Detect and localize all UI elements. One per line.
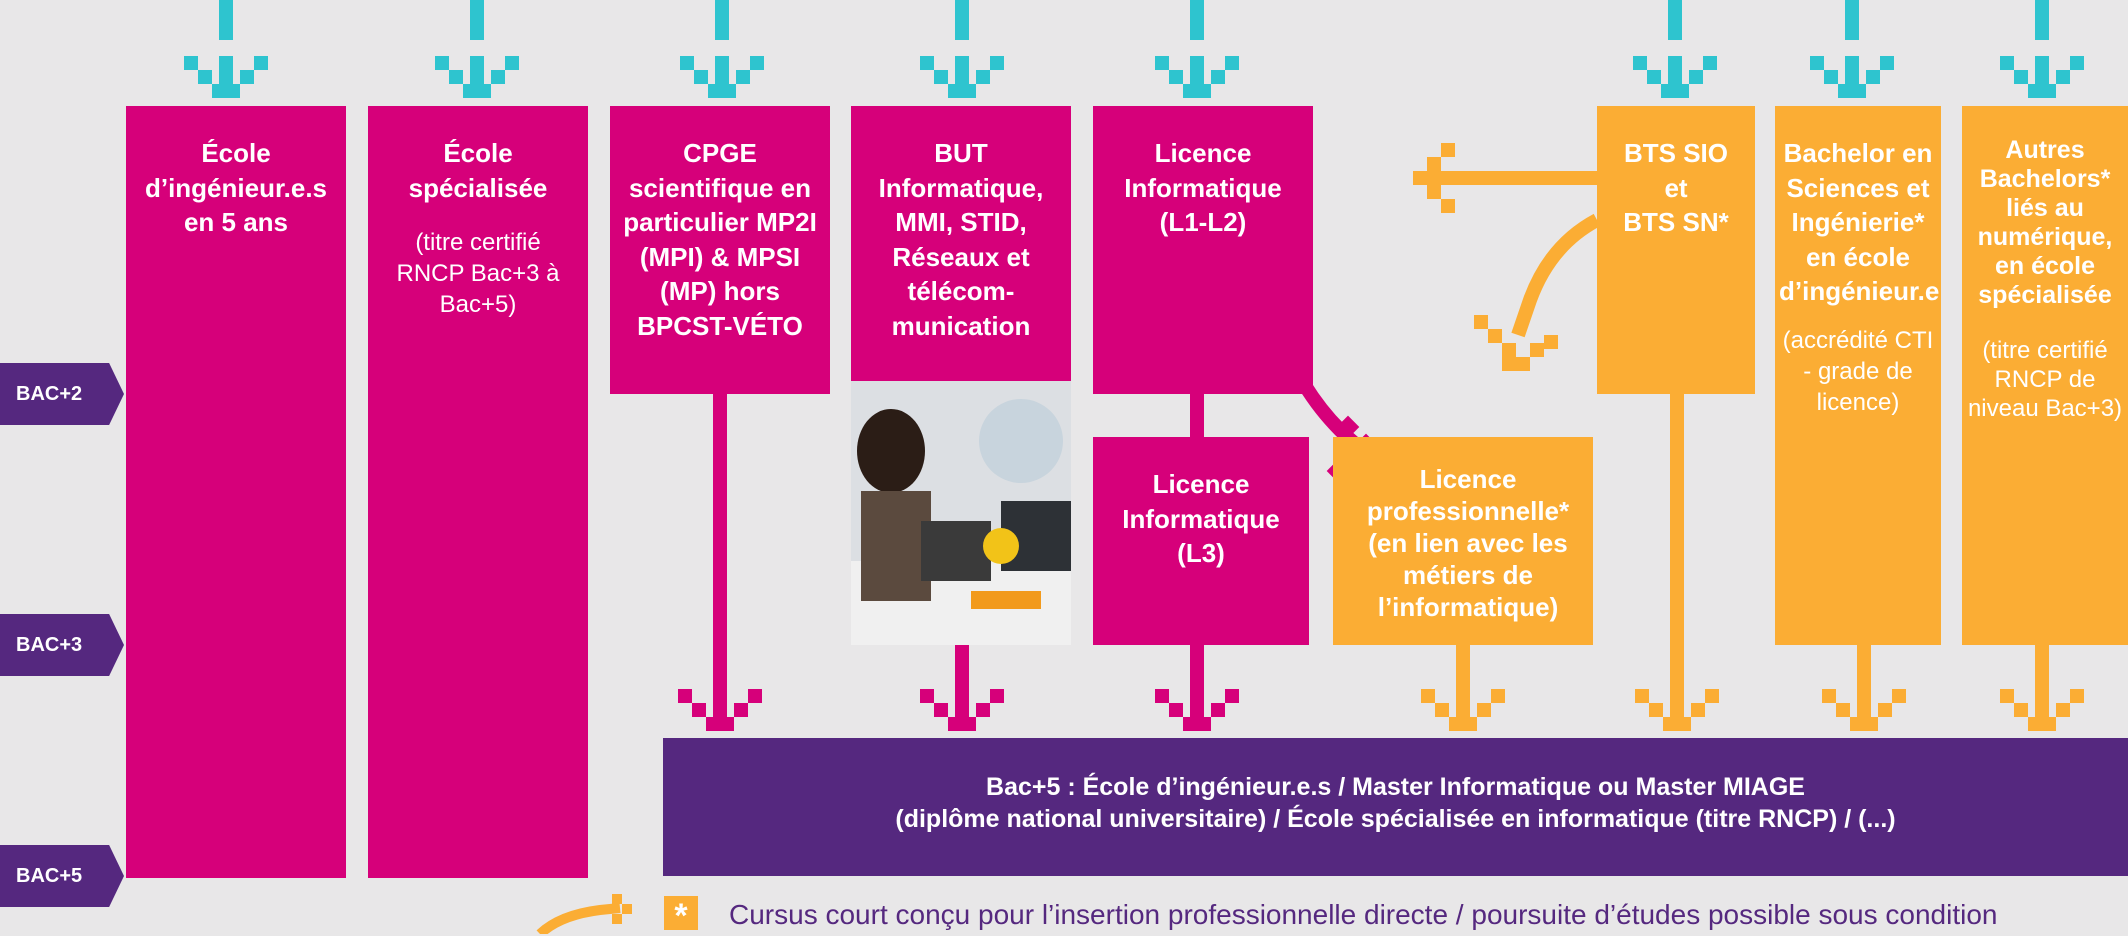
down-arrow-icon <box>1635 689 1719 731</box>
top-arrow-icon <box>435 0 519 98</box>
bachelor-si-title: Bachelor en Sciences et Ingénierie* en é… <box>1779 138 1940 306</box>
licence-l1l2-title: Licence Informatique (L1-L2) <box>1124 138 1282 237</box>
top-arrow-icon <box>1155 0 1239 98</box>
down-arrow-icon <box>920 689 1004 731</box>
top-arrow-icon <box>1633 0 1717 98</box>
autres-bachelors-note: (titre certifié RNCP de niveau Bac+3) <box>1967 337 2123 422</box>
bts-title-1: BTS SIO <box>1623 138 1728 168</box>
student-electronics-photo <box>851 381 1071 645</box>
cpge-title: CPGE scientifique en particulier MP2I (M… <box>623 138 817 341</box>
autres-bachelors-box: Autres Bachelors* liés au numérique, en … <box>1962 106 2128 645</box>
bachelor-si-box: Bachelor en Sciences et Ingénierie* en é… <box>1775 106 1941 645</box>
licence-l3-box: Licence Informatique (L3) <box>1093 437 1309 645</box>
down-arrow-icon <box>1421 689 1505 731</box>
top-arrow-icon <box>2000 0 2084 98</box>
top-arrow-icon <box>680 0 764 98</box>
ecole-ingenieur-title: École d’ingénieur.e.s en 5 ans <box>144 138 328 237</box>
ecole-ingenieur-box: École d’ingénieur.e.s en 5 ans <box>126 106 346 878</box>
level-bac2: BAC+2 <box>0 363 124 425</box>
curved-arrow-icon <box>1474 315 1558 371</box>
licence-l1l2-box: Licence Informatique (L1-L2) <box>1093 106 1313 394</box>
licence-l3-title: Licence Informatique (L3) <box>1122 469 1280 568</box>
top-arrow-icon <box>184 0 268 98</box>
bts-box: BTS SIO et BTS SN* <box>1597 106 1755 394</box>
licence-pro-box: Licence professionnelle* (en lien avec l… <box>1333 437 1593 645</box>
top-arrow-icon <box>920 0 1004 98</box>
autres-bachelors-title: Autres Bachelors* liés au numérique, en … <box>1977 136 2113 309</box>
left-arrow-icon <box>1413 143 1455 213</box>
bac5-line-1: Bac+5 : École d’ingénieur.e.s / Master I… <box>986 773 1805 801</box>
top-arrow-icon <box>1810 0 1894 98</box>
bac5-box: Bac+5 : École d’ingénieur.e.s / Master I… <box>663 738 2128 876</box>
down-arrow-icon <box>678 689 762 731</box>
bachelor-si-note: (accrédité CTI - grade de licence) <box>1782 326 1934 416</box>
decoration-icon <box>612 894 632 924</box>
cpge-box: CPGE scientifique en particulier MP2I (M… <box>610 106 830 394</box>
level-bac3: BAC+3 <box>0 614 124 676</box>
asterisk-icon: * <box>664 896 698 935</box>
but-box: BUT Informatique, MMI, STID, Réseaux et … <box>851 106 1071 381</box>
bac5-line-2: (diplôme national universitaire) / École… <box>895 805 1896 833</box>
but-title: BUT Informatique, MMI, STID, Réseaux et … <box>878 138 1044 341</box>
level-bac5: BAC+5 <box>0 845 124 907</box>
bts-title-3: BTS SN* <box>1623 207 1729 237</box>
legend-text: Cursus court conçu pour l’insertion prof… <box>729 899 1998 930</box>
ecole-specialisee-title: École spécialisée <box>408 138 548 203</box>
down-arrow-icon <box>1822 689 1906 731</box>
down-arrow-icon <box>2000 689 2084 731</box>
licence-pro-title: Licence professionnelle* (en lien avec l… <box>1366 464 1570 622</box>
ecole-specialisee-note: (titre certifié RNCP Bac+3 à Bac+5) <box>396 229 560 318</box>
down-arrow-icon <box>1155 689 1239 731</box>
ecole-specialisee-box: École spécialisée (titre certifié RNCP B… <box>368 106 588 878</box>
bts-title-2: et <box>1664 172 1688 203</box>
